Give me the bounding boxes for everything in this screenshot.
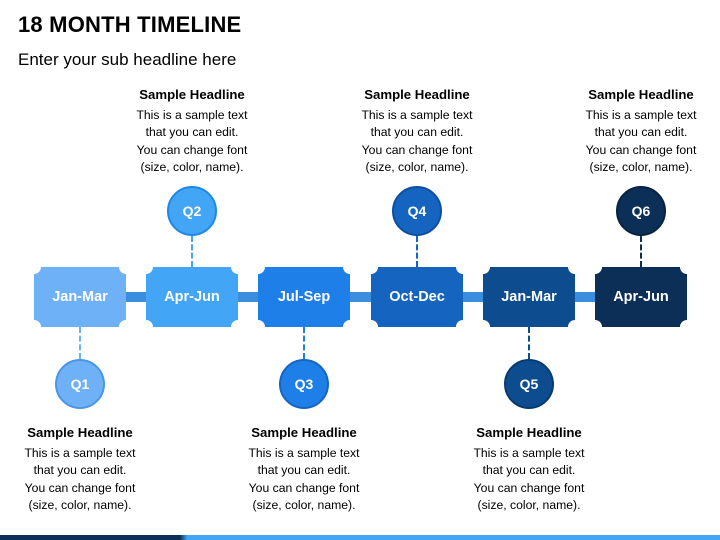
period-label-1: Jan-Mar: [52, 289, 108, 305]
milestone-body: This is a sample text that you can edit.…: [248, 445, 360, 513]
connector-5: [528, 327, 530, 359]
quarter-marker-q1: Q1: [55, 359, 105, 409]
period-label-3: Jul-Sep: [277, 289, 331, 305]
milestone-headline: Sample Headline: [139, 87, 245, 102]
period-label-4: Oct-Dec: [389, 289, 445, 305]
bottom-accent-strip: [0, 535, 720, 540]
page-subtitle: Enter your sub headline here: [18, 50, 237, 69]
connector-4: [416, 236, 418, 267]
milestone-headline: Sample Headline: [476, 425, 582, 440]
connector-6: [640, 236, 642, 267]
connector-3: [303, 327, 305, 359]
quarter-marker-q6: Q6: [616, 186, 666, 236]
milestone-headline: Sample Headline: [27, 425, 133, 440]
milestone-body: This is a sample text that you can edit.…: [24, 445, 136, 513]
milestone-body: This is a sample text that you can edit.…: [361, 107, 473, 175]
period-box-3: [258, 267, 350, 327]
period-label-5: Jan-Mar: [501, 289, 557, 305]
track-line: [80, 292, 641, 302]
connector-2: [191, 236, 193, 267]
period-box-6: [595, 267, 687, 327]
quarter-marker-q5: Q5: [504, 359, 554, 409]
quarter-marker-q3: Q3: [279, 359, 329, 409]
period-label-6: Apr-Jun: [613, 289, 669, 305]
milestone-body: This is a sample text that you can edit.…: [585, 107, 697, 175]
milestone-body: This is a sample text that you can edit.…: [473, 445, 585, 513]
period-box-2: [146, 267, 238, 327]
milestone-headline: Sample Headline: [588, 87, 694, 102]
period-label-2: Apr-Jun: [164, 289, 220, 305]
quarter-marker-q2: Q2: [167, 186, 217, 236]
milestone-headline: Sample Headline: [364, 87, 470, 102]
page-title: 18 MONTH TIMELINE: [18, 12, 242, 37]
period-box-4: [371, 267, 463, 327]
period-box-1: [34, 267, 126, 327]
milestone-headline: Sample Headline: [251, 425, 357, 440]
period-box-5: [483, 267, 575, 327]
connector-1: [79, 327, 81, 359]
milestone-body: This is a sample text that you can edit.…: [136, 107, 248, 175]
quarter-marker-q4: Q4: [392, 186, 442, 236]
